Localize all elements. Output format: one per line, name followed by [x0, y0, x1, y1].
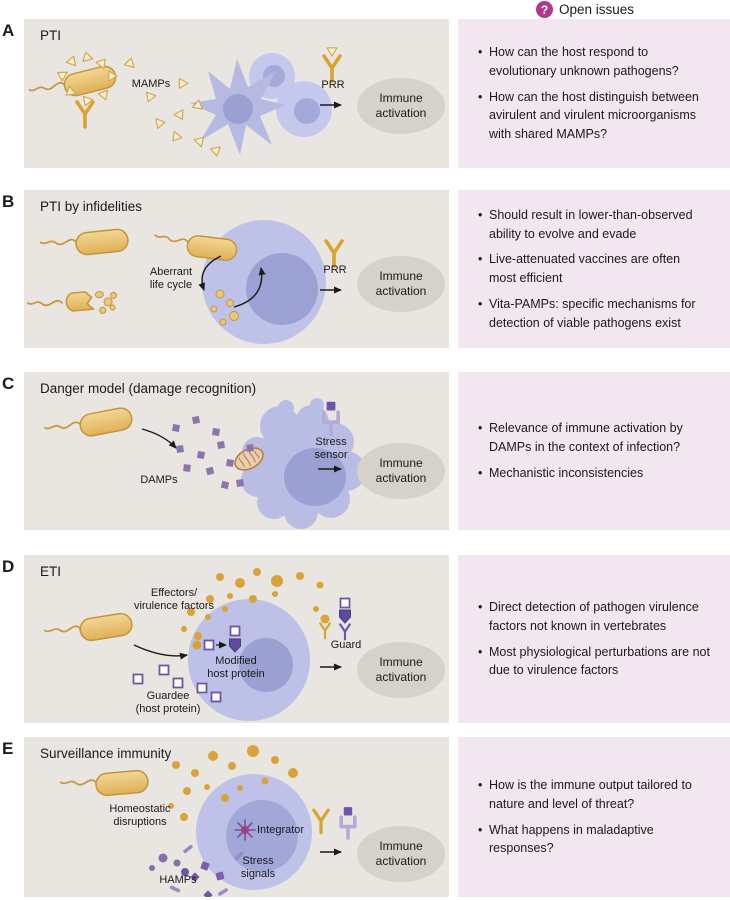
- immune-activation: Immune activation: [357, 78, 445, 134]
- panel-e-open-issues: How is the immune output tailored to nat…: [458, 737, 730, 897]
- open-issues-title: Open issues: [559, 2, 635, 17]
- hamps-label: HAMPs: [159, 874, 197, 886]
- homeostatic-dots-icon: [168, 745, 298, 821]
- panel-e-title: Surveillance immunity: [40, 746, 172, 761]
- panel-c-diagram: [43, 398, 366, 529]
- open-issue-item: How is the immune output tailored to nat…: [478, 776, 710, 814]
- cycle-arrow-icon: [233, 267, 266, 308]
- panel-d: D: [0, 555, 730, 723]
- panel-c-illustration: Danger model (damage recognition) DAMPs …: [24, 372, 449, 530]
- stress-sensor-label: Stress sensor: [314, 436, 348, 462]
- open-issue-item: Vita-PAMPs: specific mechanisms for dete…: [478, 295, 710, 333]
- question-mark-icon: ?: [536, 1, 553, 18]
- modified-host-protein-label: Modified host protein: [207, 655, 265, 681]
- guard-label: Guard: [330, 639, 362, 651]
- panel-d-diagram: [43, 568, 351, 721]
- panel-b-open-issues: Should result in lower-than-observed abi…: [458, 190, 730, 348]
- panel-a-open-issues: How can the host respond to evolutionary…: [458, 19, 730, 168]
- immune-activation: Immune activation: [357, 642, 445, 698]
- panel-c: C: [0, 372, 730, 530]
- panel-d-open-issues: Direct detection of pathogen virulence f…: [458, 555, 730, 723]
- open-issue-item: How can the host respond to evolutionary…: [478, 43, 710, 81]
- fragmented-bacterium-icon: [26, 291, 118, 314]
- panel-a-diagram: [27, 47, 342, 158]
- panel-d-title: ETI: [40, 564, 62, 579]
- panel-c-title: Danger model (damage recognition): [40, 381, 257, 396]
- prr-label: PRR: [323, 264, 347, 276]
- modified-protein-icon: [229, 625, 241, 637]
- panel-a-letter: A: [2, 21, 15, 40]
- mamps-label: MAMPs: [131, 78, 171, 90]
- open-issue-item: Most physiological perturbations are not…: [478, 643, 710, 681]
- open-issue-item: How can the host distinguish between avi…: [478, 88, 710, 144]
- open-issue-item: Should result in lower-than-observed abi…: [478, 206, 710, 244]
- integrator-label: Integrator: [257, 824, 305, 836]
- open-issue-item: Relevance of immune activation by DAMPs …: [478, 419, 710, 457]
- open-issues-list: How is the immune output tailored to nat…: [478, 769, 710, 865]
- open-issues-list: Should result in lower-than-observed abi…: [478, 199, 710, 340]
- panel-e: E: [0, 737, 730, 897]
- stress-signals-label: Stress signals: [240, 855, 276, 881]
- panel-a-title: PTI: [40, 28, 62, 43]
- aberrant-life-cycle-label: Aberrant life cycle: [149, 266, 193, 292]
- bacterium-icon: [43, 611, 135, 649]
- panel-e-letter: E: [2, 739, 14, 758]
- panel-d-illustration: ETI Effectors/ virulence factors Modifie…: [24, 555, 449, 723]
- panel-b-letter: B: [2, 192, 15, 211]
- bacterium-icon: [43, 405, 135, 446]
- prr-label: PRR: [321, 79, 345, 91]
- bacterium-icon: [39, 227, 130, 261]
- integrator-icon: [234, 819, 256, 841]
- open-issues-list: Direct detection of pathogen virulence f…: [478, 591, 710, 687]
- effectors-label: Effectors/ virulence factors: [133, 587, 215, 613]
- bacterium-icon: [27, 63, 119, 108]
- panel-b: B PTI by: [0, 190, 730, 348]
- homeostatic-disruptions-label: Homeostatic disruptions: [109, 803, 171, 829]
- immune-activation: Immune activation: [357, 443, 445, 499]
- guard-receptor-purple-icon: [339, 623, 351, 641]
- open-issue-item: What happens in maladaptive responses?: [478, 821, 710, 859]
- panel-a-illustration: PTI MAMPs PRR Immune activation: [24, 19, 449, 168]
- guardee-label: Guardee (host protein): [135, 690, 201, 716]
- stress-sensor-icon: [339, 805, 357, 840]
- panel-b-diagram: [26, 220, 344, 344]
- panel-c-letter: C: [2, 374, 15, 393]
- panel-b-illustration: PTI by infidelities Aberrant life cycle …: [24, 190, 449, 348]
- immune-activation: Immune activation: [357, 826, 445, 882]
- hamp-shapes-icon: [149, 844, 244, 897]
- damps-label: DAMPs: [140, 474, 178, 486]
- open-issue-item: Live-attenuated vaccines are often most …: [478, 250, 710, 288]
- panel-a: A: [0, 19, 730, 168]
- panel-b-title: PTI by infidelities: [40, 199, 143, 214]
- panel-c-open-issues: Relevance of immune activation by DAMPs …: [458, 372, 730, 530]
- arrow-icon: [133, 644, 188, 660]
- bacterial-fragments-icon: [210, 289, 239, 326]
- effector-dots-icon: [181, 568, 324, 640]
- arrow-icon: [141, 428, 177, 449]
- open-issue-item: Direct detection of pathogen virulence f…: [478, 598, 710, 636]
- guard-receptor-gold-icon: [319, 622, 331, 640]
- bacterium-icon: [59, 768, 150, 801]
- open-issues-list: Relevance of immune activation by DAMPs …: [478, 412, 710, 489]
- panel-e-illustration: Surveillance immunity Homeostatic disrup…: [24, 737, 449, 897]
- immune-activation: Immune activation: [357, 256, 445, 312]
- cycle-arrow-icon: [198, 255, 222, 291]
- open-issues-list: How can the host respond to evolutionary…: [478, 36, 710, 151]
- panel-d-letter: D: [2, 557, 15, 576]
- prr-receptor-icon: [324, 239, 344, 268]
- open-issue-item: Mechanistic inconsistencies: [478, 464, 710, 483]
- panel-e-diagram: [59, 745, 357, 897]
- prr-receptor-icon: [322, 54, 342, 83]
